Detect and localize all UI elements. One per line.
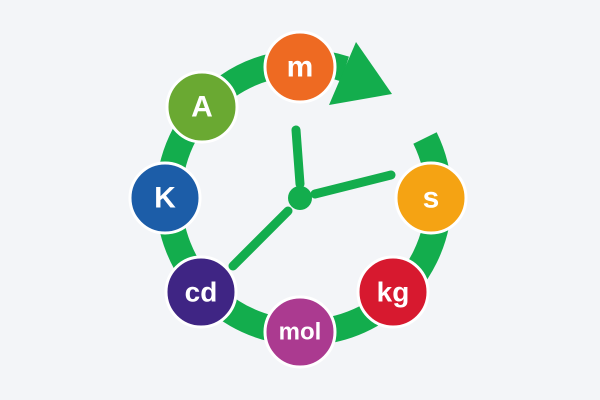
unit-badge-mol bbox=[263, 295, 337, 369]
unit-symbol-m: m bbox=[287, 51, 314, 84]
unit-symbol-kg: kg bbox=[377, 277, 410, 308]
unit-badge-cd bbox=[164, 255, 238, 329]
unit-symbol-a: A bbox=[191, 91, 213, 124]
clock-hands bbox=[228, 125, 396, 271]
unit-circle-k: K bbox=[128, 161, 202, 235]
unit-badge-m bbox=[263, 30, 337, 104]
clock-hour-hand bbox=[291, 125, 305, 189]
unit-badge-a bbox=[165, 70, 239, 144]
clock-minute-hand bbox=[310, 170, 396, 199]
unit-circle-kg: kg bbox=[356, 255, 430, 329]
unit-badge-s bbox=[394, 161, 468, 235]
clock-second-hand bbox=[228, 206, 293, 271]
unit-symbol-mol: mol bbox=[279, 319, 322, 346]
unit-circle-m: m bbox=[263, 30, 337, 104]
unit-badge-kg bbox=[356, 255, 430, 329]
cycle-arrowhead-icon bbox=[329, 42, 392, 105]
unit-circle-mol: mol bbox=[263, 295, 337, 369]
unit-symbol-s: s bbox=[423, 182, 440, 215]
clock-center-hub bbox=[288, 186, 312, 210]
unit-symbol-cd: cd bbox=[185, 277, 218, 308]
unit-circle-a: A bbox=[165, 70, 239, 144]
unit-circle-cd: cd bbox=[164, 255, 238, 329]
unit-badge-k bbox=[128, 161, 202, 235]
unit-symbol-k: K bbox=[154, 182, 176, 215]
unit-circle-s: s bbox=[394, 161, 468, 235]
